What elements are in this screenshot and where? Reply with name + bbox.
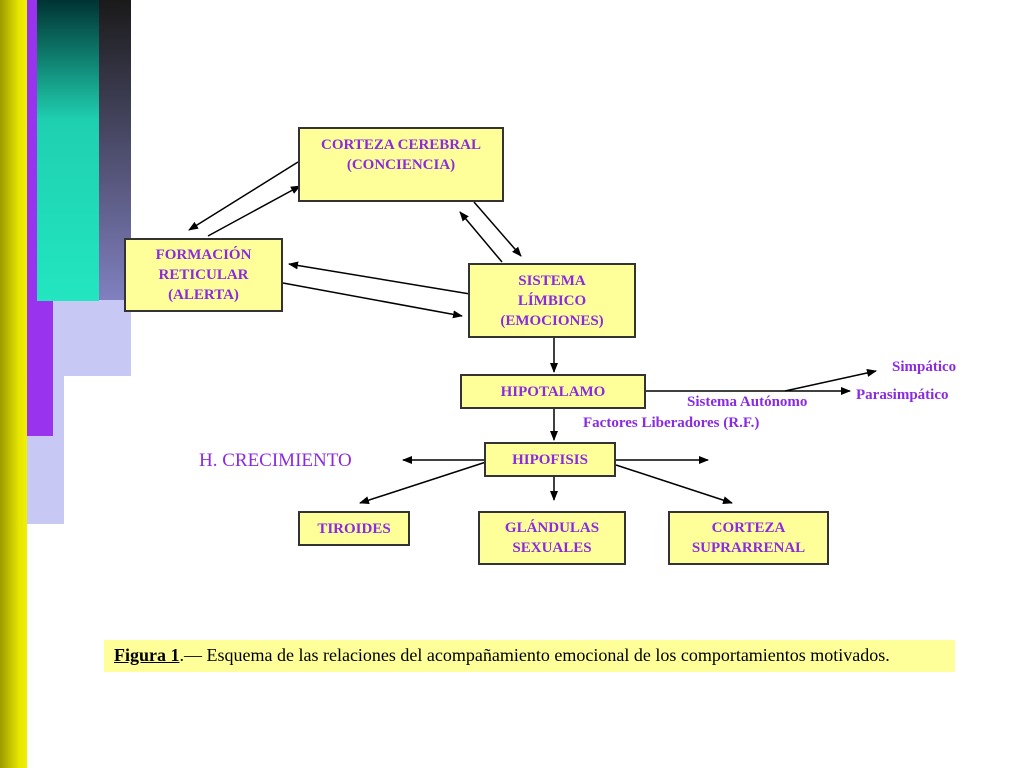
node-line: CORTEZA [711, 520, 786, 536]
arrow-corteza-to-limbico [473, 201, 522, 257]
label-h-crecimiento: H. CRECIMIENTO [199, 450, 352, 471]
arrow-formacion-to-corteza [207, 185, 301, 237]
arrow-hipofisis-to-tiroides [359, 461, 487, 505]
decor-bar-yellow [0, 0, 27, 768]
caption-figure-label: Figura 1 [114, 645, 180, 665]
node-hipotalamo: HIPOTALAMO [460, 374, 646, 409]
node-line: SUPRARRENAL [691, 540, 806, 556]
node-line: (ALERTA) [168, 287, 239, 303]
node-line: TIROIDES [317, 520, 391, 537]
node-sistema-limbico: SISTEMA LÍMBICO (EMOCIONES) [468, 263, 636, 338]
node-line: FORMACIÓN [155, 247, 252, 263]
label-factores-liberadores: Factores Liberadores (R.F.) [583, 415, 760, 431]
node-line: RETICULAR [158, 267, 249, 283]
node-line: SEXUALES [512, 540, 592, 556]
node-corteza-cerebral: CORTEZA CEREBRAL (CONCIENCIA) [298, 127, 504, 202]
node-formacion-reticular: FORMACIÓN RETICULAR (ALERTA) [124, 238, 283, 312]
arrow-limbico-to-formacion [288, 261, 471, 295]
node-line: GLÁNDULAS [504, 520, 600, 536]
node-tiroides: TIROIDES [298, 511, 410, 546]
arrow-limbico-to-corteza [459, 211, 503, 263]
node-line: (EMOCIONES) [500, 312, 604, 329]
arrow-formacion-to-limbico [282, 282, 463, 319]
decor-bar-teal [37, 0, 99, 301]
node-line: LÍMBICO [517, 292, 587, 309]
label-parasimpatico: Parasimpático [856, 387, 949, 403]
node-line: SISTEMA [518, 272, 586, 289]
node-glandulas-sexuales: GLÁNDULAS SEXUALES [478, 511, 626, 565]
node-hipofisis: HIPOFISIS [484, 442, 616, 477]
node-corteza-suprarrenal: CORTEZA SUPRARRENAL [668, 511, 829, 565]
node-line: HIPOTALAMO [500, 383, 606, 400]
node-line: HIPOFISIS [512, 451, 588, 468]
label-simpatico: Simpático [892, 359, 957, 375]
figure-caption: Figura 1.— Esquema de las relaciones del… [104, 640, 955, 672]
arrow-corteza-to-formacion [188, 161, 299, 231]
caption-text: .— Esquema de las relaciones del acompañ… [179, 645, 890, 665]
node-line: (CONCIENCIA) [346, 157, 456, 173]
arrow-autonomo-to-simpatico [784, 369, 877, 392]
arrow-hipofisis-to-suprarrenal [615, 464, 733, 504]
node-line: CORTEZA CEREBRAL [321, 137, 481, 153]
label-sistema-autonomo: Sistema Autónomo [687, 394, 808, 410]
